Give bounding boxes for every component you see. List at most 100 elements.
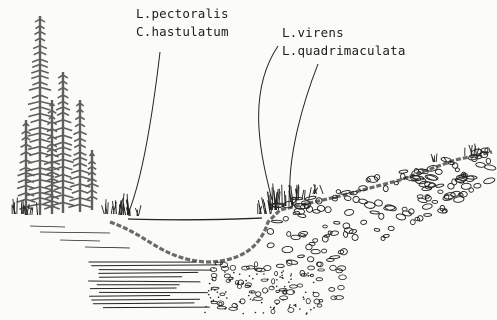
sediment-dot	[256, 273, 258, 275]
gravel-stone	[331, 296, 337, 300]
sediment-dot	[212, 279, 214, 281]
gravel-stone	[280, 296, 288, 300]
gravel-stone	[483, 177, 495, 185]
sediment-line	[89, 295, 170, 296]
grass-blade	[111, 206, 112, 214]
gravel-stone	[424, 213, 432, 216]
sediment-dot	[224, 308, 226, 310]
gravel-stone	[286, 231, 291, 236]
gravel-stone	[327, 258, 335, 261]
gravel-stone	[469, 188, 474, 193]
sediment-line	[93, 303, 194, 304]
gravel-stone	[458, 193, 463, 197]
sediment-dot	[288, 281, 290, 283]
gravel-stone	[318, 269, 325, 271]
sediment-dot	[215, 277, 217, 279]
sediment-dot	[240, 301, 242, 303]
sediment-dot	[276, 286, 278, 288]
gravel-stone	[276, 264, 284, 268]
gravel-stone	[317, 304, 322, 307]
sediment-dot	[305, 291, 307, 293]
sediment-dot	[237, 305, 239, 307]
gravel-stone	[338, 266, 346, 271]
gravel-stone	[313, 239, 318, 243]
sediment-dot	[293, 305, 295, 307]
sediment-dot	[237, 283, 239, 285]
gravel-stone	[452, 162, 458, 169]
gravel-stone	[447, 183, 454, 189]
sediment-dot	[290, 275, 292, 277]
gravel-stone	[271, 220, 282, 223]
sediment-dot	[243, 283, 245, 285]
sediment-dot	[210, 297, 212, 299]
sediment-dot	[255, 269, 257, 271]
sediment-dot	[261, 302, 263, 304]
gravel-stone	[297, 284, 302, 287]
gravel-stone	[220, 293, 225, 296]
sediment-dot	[229, 280, 231, 282]
gravel-stone	[425, 174, 438, 181]
sediment-dot	[267, 290, 269, 292]
gravel-stone	[438, 190, 443, 194]
sediment-dot	[295, 305, 297, 307]
sediment-dot	[267, 278, 269, 280]
conifer-trees	[17, 16, 99, 215]
gravel-stone	[264, 266, 271, 271]
sediment-dot	[263, 273, 265, 275]
sediment-dot	[303, 296, 305, 298]
gravel-stone	[358, 198, 368, 204]
sediment-lines	[88, 262, 217, 308]
grass-blade	[138, 205, 141, 216]
sediment-dot	[245, 280, 247, 282]
sediment-dot	[308, 275, 310, 277]
sediment-dot	[255, 312, 257, 314]
gravel-stone	[394, 181, 399, 185]
sediment-line	[98, 272, 198, 273]
gravel-stone	[400, 173, 405, 179]
sediment-dot	[218, 296, 220, 298]
grass-blade	[284, 191, 285, 206]
sediment-dot	[211, 289, 213, 291]
sediment-line	[91, 265, 217, 266]
sediment-dot	[251, 291, 253, 293]
grass-blade	[105, 199, 106, 214]
shore-ripple	[40, 232, 110, 233]
grass-blade	[23, 200, 24, 214]
sediment-line	[88, 281, 200, 282]
sediment-dot	[284, 286, 286, 288]
gravel-stone	[330, 231, 339, 236]
gravel-stone	[242, 266, 250, 270]
sediment-dot	[295, 304, 297, 306]
sediment-dot	[209, 283, 211, 285]
gravel-stone	[211, 287, 219, 289]
sediment-dot	[250, 286, 252, 288]
gravel-stone	[305, 196, 316, 201]
gravel-stone	[422, 203, 433, 210]
gravel-stone	[402, 207, 407, 211]
sediment-dot	[239, 273, 241, 275]
gravel-stone	[276, 290, 280, 292]
basin-edge	[110, 152, 492, 262]
gravel-stone	[221, 266, 228, 271]
gravel-stone	[339, 275, 347, 280]
gravel-stone	[484, 164, 496, 171]
gravel-stone	[246, 266, 254, 269]
gravel-stone	[476, 162, 486, 168]
gravel-stone	[329, 288, 335, 292]
gravel-stone	[379, 213, 384, 219]
sediment-dot	[208, 290, 210, 292]
sediment-dot	[282, 277, 284, 279]
sediment-dot	[263, 312, 265, 314]
gravel-stone	[364, 201, 375, 209]
sediment-dot	[226, 297, 228, 299]
gravel-stone	[383, 185, 389, 192]
sediment-dot	[310, 309, 312, 311]
sediment-dot	[290, 278, 292, 280]
sediment-line	[90, 288, 177, 289]
sediment-dot	[313, 292, 315, 294]
gravel-stone	[366, 178, 371, 183]
sediment-dot	[272, 286, 274, 288]
sediment-dot	[235, 304, 237, 306]
sediment-dot	[231, 277, 233, 279]
sediment-dot	[252, 299, 254, 301]
